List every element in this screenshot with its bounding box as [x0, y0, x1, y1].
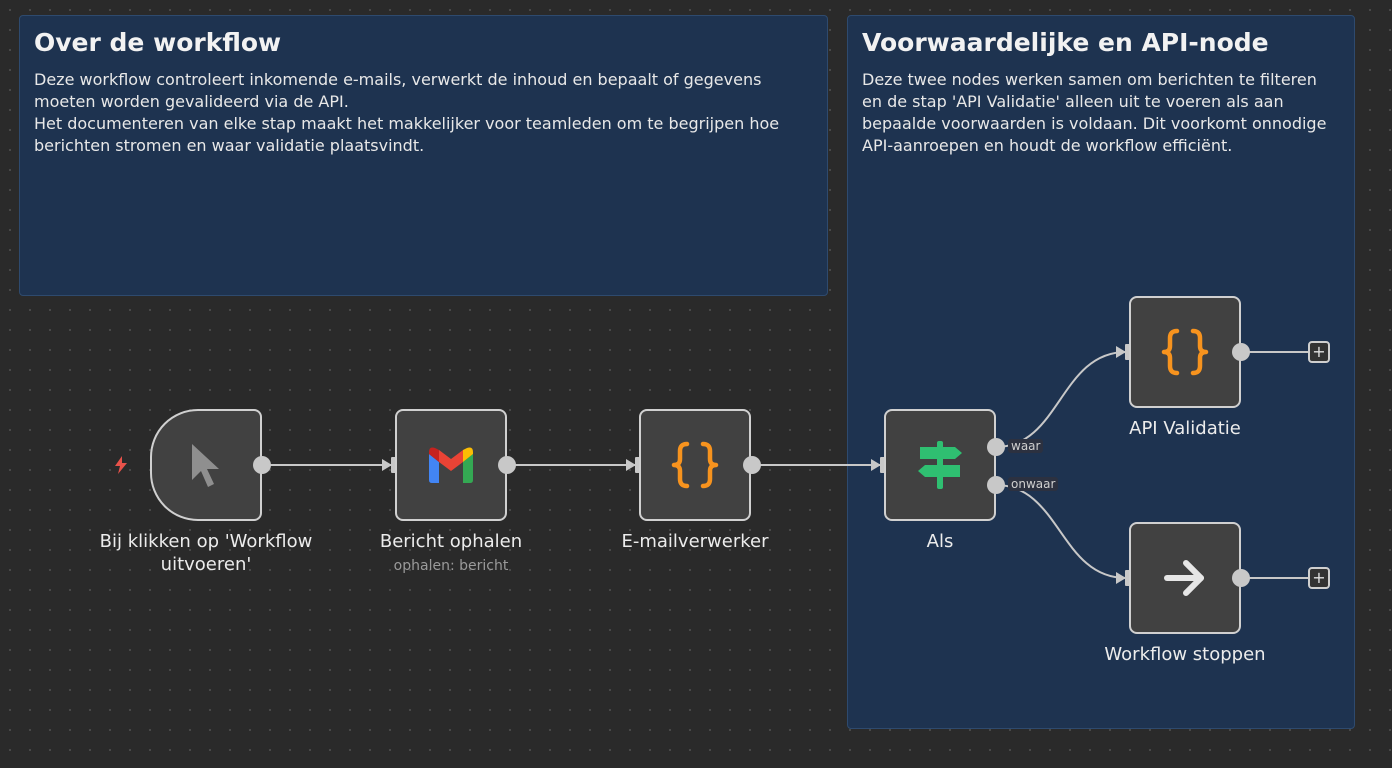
node-gmail[interactable]	[395, 409, 507, 521]
node-label: E-mailverwerker	[621, 531, 769, 552]
sticky-note-title: Voorwaardelijke en API-node	[862, 28, 1269, 57]
cursor-icon	[192, 444, 219, 487]
sticky-note-body: Deze workflow controleert inkomende e-ma…	[34, 70, 780, 155]
arrow-right-icon	[1164, 560, 1204, 596]
node-code-api-validation[interactable]	[1129, 296, 1241, 408]
output-port[interactable]	[498, 456, 516, 474]
input-port[interactable]	[1125, 344, 1132, 360]
node-if[interactable]	[884, 409, 996, 521]
output-port-true[interactable]	[987, 438, 1005, 456]
input-port[interactable]	[391, 457, 398, 473]
node-label: API Validatie	[1129, 418, 1241, 439]
signpost-icon	[918, 441, 962, 489]
branch-label-true: waar	[1008, 439, 1044, 453]
output-port[interactable]	[1232, 343, 1250, 361]
input-port[interactable]	[880, 457, 887, 473]
input-port[interactable]	[635, 457, 642, 473]
node-subtitle: ophalen: bericht	[393, 558, 509, 574]
output-port[interactable]	[253, 456, 271, 474]
sticky-note-workflow[interactable]: Over de workflow Deze workflow controlee…	[19, 15, 828, 296]
gmail-icon	[429, 447, 473, 483]
code-braces-icon	[671, 441, 719, 489]
node-label: Bericht ophalen	[379, 531, 523, 552]
node-label: Workflow stoppen	[1104, 644, 1266, 665]
arrowhead	[626, 459, 636, 471]
node-label: Bij klikken op 'Workflow uitvoeren'	[99, 531, 313, 575]
sticky-note-title: Over de workflow	[34, 28, 282, 57]
lightning-icon	[115, 456, 127, 474]
node-manual-trigger[interactable]	[150, 409, 262, 521]
arrowhead	[1116, 346, 1126, 358]
add-node-button[interactable]: +	[1308, 341, 1330, 363]
node-stop-workflow[interactable]	[1129, 522, 1241, 634]
code-braces-icon	[1161, 328, 1209, 376]
input-port[interactable]	[1125, 570, 1132, 586]
branch-label-false: onwaar	[1008, 477, 1059, 491]
output-port-false[interactable]	[987, 476, 1005, 494]
arrowhead	[1116, 572, 1126, 584]
add-node-button[interactable]: +	[1308, 567, 1330, 589]
sticky-note-body: Deze twee nodes werken samen om berichte…	[862, 70, 1327, 155]
arrowhead	[871, 459, 881, 471]
output-port[interactable]	[1232, 569, 1250, 587]
sticky-note-conditional[interactable]: Voorwaardelijke en API-node Deze twee no…	[847, 15, 1355, 729]
node-label: Als	[926, 531, 954, 552]
node-code-email-processor[interactable]	[639, 409, 751, 521]
arrowhead	[382, 459, 392, 471]
output-port[interactable]	[743, 456, 761, 474]
